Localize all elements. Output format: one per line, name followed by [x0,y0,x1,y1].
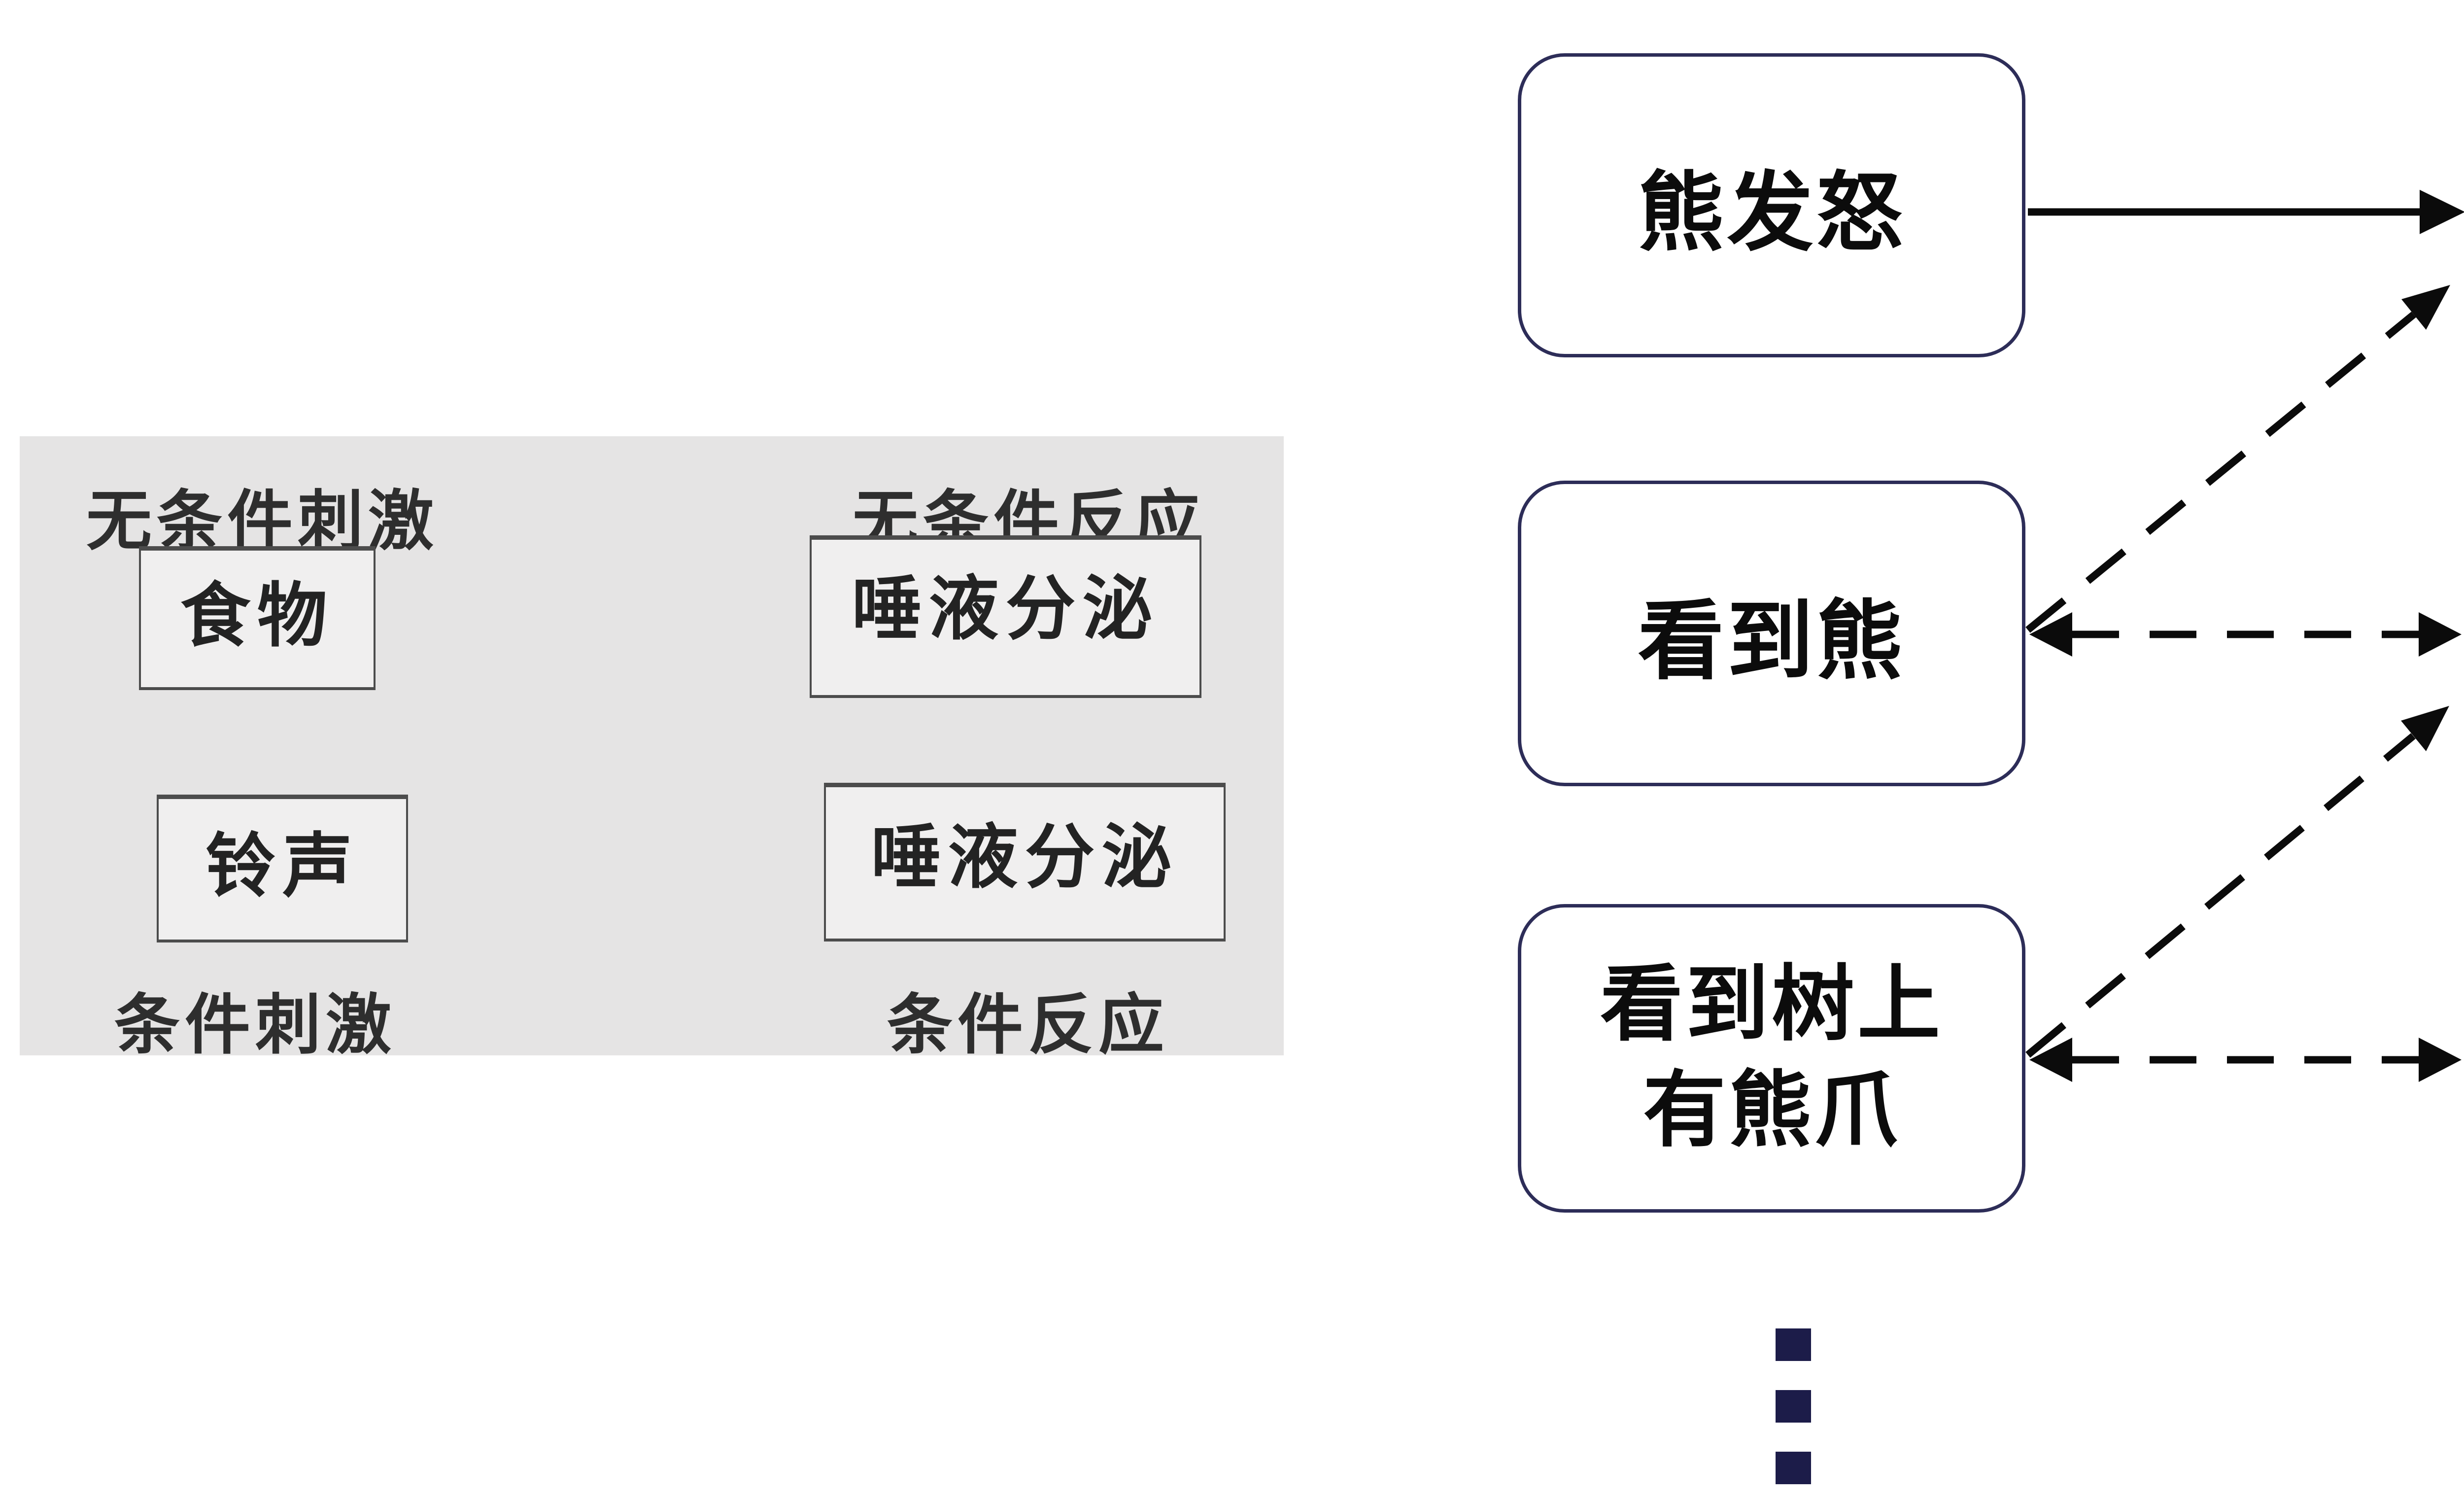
ellipsis-dot-left [1776,1452,1811,1484]
see-claws-value-current-dashed-arrow [2029,1038,2462,1082]
see-claws-label: 看到树上 有熊爪 [1600,952,1943,1164]
saliva-top-box: 唾液分泌 [810,535,1201,698]
saliva-bottom-box: 唾液分泌 [824,783,1226,941]
label-conditioned-stimulus: 条件刺激 [114,989,396,1062]
see-claws-node: 看到树上 有熊爪 [1518,904,2025,1213]
food-box: 食物 [139,546,376,690]
see-bear-value-next-dashed-arrow [2029,612,2462,657]
bear-angry-label: 熊发怒 [1638,166,1906,261]
label-conditioned-response: 条件反应 [887,989,1169,1062]
see-claws-label-line1: 看到树上 [1600,959,1943,1051]
see-claws-to-value-next-dashed-arrow [2025,706,2449,1058]
bell-box: 铃声 [157,795,408,942]
see-bear-node: 看到熊 [1518,481,2025,786]
see-bear-label: 看到熊 [1638,593,1906,690]
bell-box-label: 铃声 [205,827,359,906]
see-bear-to-reward-dashed-arrow [2025,285,2450,633]
see-claws-label-line2: 有熊爪 [1643,1065,1900,1157]
food-box-label: 食物 [180,577,334,655]
label-unconditioned-stimulus: 无条件刺激 [86,485,439,558]
bear-to-reward-arrow [2028,190,2464,234]
ellipsis-dot-left [1776,1390,1811,1423]
saliva-top-box-label: 唾液分泌 [852,570,1160,648]
ellipsis-dot-left [1776,1328,1811,1361]
saliva-bottom-box-label: 唾液分泌 [871,818,1179,897]
bear-angry-node: 熊发怒 [1518,53,2025,357]
